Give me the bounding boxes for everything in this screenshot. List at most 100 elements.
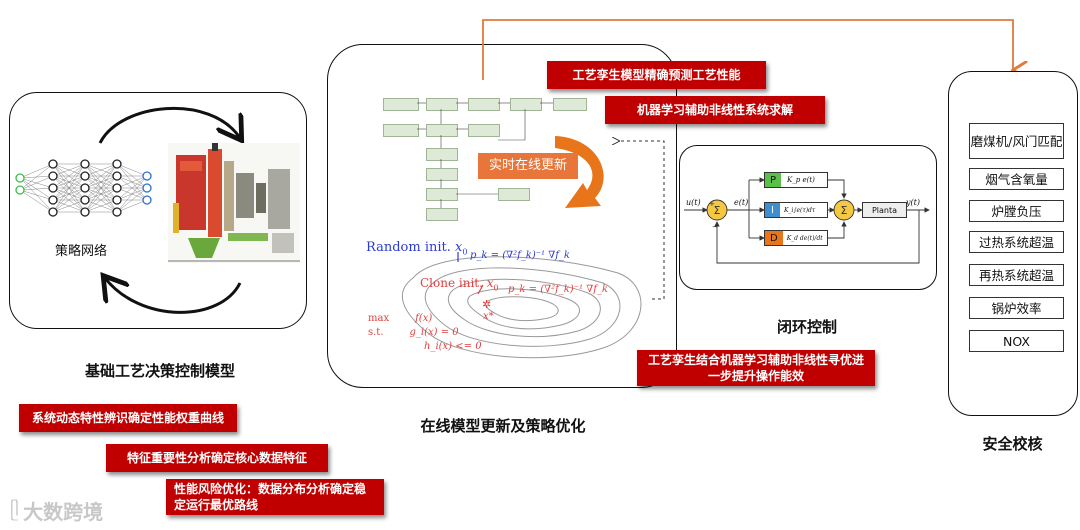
network-edge <box>52 175 86 213</box>
svg-text:−: − <box>712 223 718 231</box>
safety-caption: 安全校核 <box>982 435 1043 453</box>
network-edge <box>116 175 148 201</box>
safety-item-superheat: 过热系统超温 <box>969 231 1064 253</box>
network-node <box>112 207 122 217</box>
boiler-illustration <box>168 143 300 263</box>
network-node <box>112 171 122 181</box>
network-edge <box>19 189 54 213</box>
clone-init-text: Clone init. <box>420 276 483 290</box>
watermark: ᥫ 大数跨境 <box>10 496 103 525</box>
opt-equality: g_i(x) = 0 <box>409 327 459 338</box>
dashed-feedback-arrow <box>612 136 665 300</box>
watermark-text: 大数跨境 <box>23 500 104 524</box>
tag-twin-ml-optimization: 工艺孪生结合机器学习辅助非线性寻优进一步提升操作能效 <box>637 350 875 386</box>
online-update-caption: 在线模型更新及策略优化 <box>420 417 586 435</box>
network-node <box>48 183 58 193</box>
tag-feature-importance: 特征重要性分析确定核心数据特征 <box>106 444 328 472</box>
network-edge <box>84 163 118 189</box>
network-edge <box>84 163 118 177</box>
network-edge <box>19 163 54 191</box>
pid-input: u(t) <box>686 198 701 207</box>
network-node <box>112 159 122 169</box>
safety-item-flue-oxygen: 烟气含氧量 <box>969 168 1064 190</box>
network-node <box>80 171 90 181</box>
pid-d-term: K_d de(t)/dt <box>786 234 823 242</box>
network-node <box>142 171 152 181</box>
network-node <box>80 159 90 169</box>
opt-objective: f(x) <box>415 313 433 324</box>
policy-network-diagram <box>15 159 152 217</box>
network-node <box>112 195 122 205</box>
pid-i-block: I K_i∫e(τ)dτ <box>764 202 828 218</box>
clone-init-formula: p_k = (∇²f_k)⁻¹ ∇f_k <box>508 284 608 295</box>
network-edge <box>19 187 54 191</box>
clone-init-label: Clone init. x0 <box>420 276 499 293</box>
network-node <box>80 183 90 193</box>
network-edge <box>84 199 118 213</box>
network-edge <box>84 163 118 201</box>
optimum-label: x* <box>483 311 494 322</box>
svg-text:Σ: Σ <box>841 204 848 217</box>
safety-item-nox: NOX <box>969 330 1064 352</box>
opt-st: s.t. <box>368 327 384 338</box>
network-edge <box>116 163 148 177</box>
network-node <box>112 183 122 193</box>
policy-model-caption: 基础工艺决策控制模型 <box>84 362 235 380</box>
safety-item-mill-damper: 磨煤机/风门匹配 <box>969 123 1064 159</box>
network-edge <box>116 199 148 213</box>
optimum-star: ✲ <box>482 298 492 311</box>
network-edge <box>116 175 148 213</box>
pid-i-label: I <box>765 203 780 217</box>
network-node <box>80 207 90 217</box>
realtime-update-label: 实时在线更新 <box>478 153 578 179</box>
update-swirl-arrow <box>555 136 604 208</box>
pid-output: y(t) <box>906 198 920 207</box>
pid-p-label: P <box>765 173 782 187</box>
optimization-contours <box>401 252 642 359</box>
pid-plant-block: Planta <box>862 202 907 218</box>
pid-d-block: D K_d de(t)/dt <box>764 230 828 246</box>
pid-d-label: D <box>765 231 783 245</box>
optimization-problem: max f(x) s.t. g_i(x) = 0 h_i(x) <= 0 <box>368 312 482 354</box>
network-node <box>15 185 25 195</box>
network-node <box>48 171 58 181</box>
network-edge <box>116 187 148 213</box>
tag-dynamic-identification: 系统动态特性辨识确定性能权重曲线 <box>19 404 237 432</box>
network-edge <box>52 163 86 177</box>
network-edge <box>84 187 118 213</box>
random-init-text: Random init. <box>366 240 451 255</box>
safety-item-furnace-pressure: 炉膛负压 <box>969 200 1064 222</box>
loop-arrows <box>98 106 260 314</box>
tag-risk-optimization: 性能风险优化：数据分布分析确定稳定运行最优路线 <box>166 479 384 515</box>
svg-text:Σ: Σ <box>714 204 721 217</box>
tag-ml-nonlinear: 机器学习辅助非线性系统求解 <box>605 96 825 124</box>
pid-wiring: Σ Σ + − <box>684 177 930 264</box>
pid-p-term: K_p e(t) <box>787 176 815 184</box>
network-edge <box>84 175 118 213</box>
pid-plant-label: Planta <box>871 205 898 215</box>
network-edge <box>52 163 86 189</box>
random-init-label: Random init. x0 <box>366 240 468 257</box>
safety-item-reheat: 再热系统超温 <box>969 264 1064 286</box>
opt-inequality: h_i(x) <= 0 <box>424 341 482 352</box>
network-node <box>48 207 58 217</box>
network-edge <box>19 175 54 191</box>
orange-feedback-arrow <box>482 19 1035 80</box>
network-edge <box>19 189 54 201</box>
pid-i-term: K_i∫e(τ)dτ <box>783 206 816 214</box>
network-edge <box>116 175 148 189</box>
network-edges <box>19 163 148 213</box>
network-node <box>80 195 90 205</box>
network-edge <box>84 163 118 213</box>
network-node <box>15 173 25 183</box>
safety-item-boiler-efficiency: 锅炉效率 <box>969 297 1064 319</box>
network-edge <box>52 199 86 213</box>
network-node <box>48 195 58 205</box>
flowchart-connectors <box>417 102 553 208</box>
closed-loop-caption: 闭环控制 <box>776 318 837 336</box>
opt-max: max <box>368 313 390 324</box>
network-node <box>142 183 152 193</box>
pid-error: e(t) <box>734 198 749 207</box>
watermark-logo-icon: ᥫ <box>10 500 20 521</box>
network-edge <box>52 187 86 213</box>
